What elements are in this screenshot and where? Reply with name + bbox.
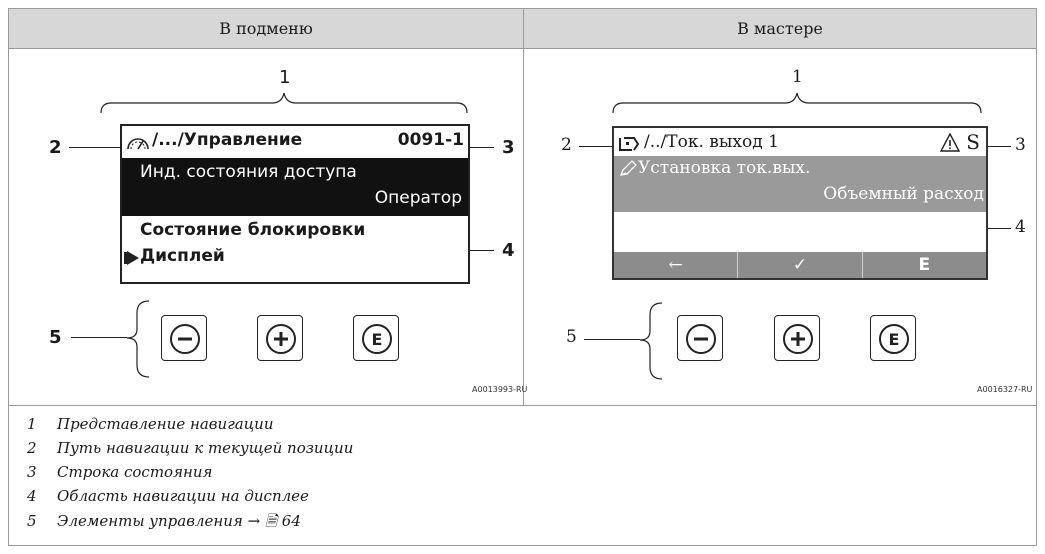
right-callout-2-line (579, 146, 613, 147)
left-display: /.../Управление 0091-1 Инд. состояния до… (120, 124, 470, 284)
right-display-softkeys: ← ✓ E (614, 252, 986, 278)
left-display-code: 0091-1 (397, 130, 464, 150)
right-display-path: /../Ток. выход 1 (644, 132, 779, 152)
left-callout-2: 2 (49, 137, 62, 158)
enter-icon: E (879, 324, 909, 354)
legend-item: 5 Элементы управления → 🗎 64 (27, 511, 301, 536)
right-callout-1: 1 (792, 67, 803, 87)
warning-icon (940, 133, 960, 152)
legend-text: Представление навигации (57, 415, 274, 433)
softkey-enter[interactable]: E (863, 252, 986, 278)
right-plus-button[interactable] (774, 315, 820, 361)
left-figure-ref: A0013993-RU (472, 385, 528, 394)
left-callout-3-line (464, 147, 494, 148)
figure-frame: В подменю В мастере 1 2 3 4 (8, 8, 1037, 546)
left-minus-button[interactable] (161, 315, 207, 361)
left-display-selected-row[interactable]: Инд. состояния доступа Оператор (122, 158, 468, 216)
right-callout-4-line (987, 228, 1011, 229)
right-display-row1-label: Установка ток.вых. (638, 158, 811, 178)
enter-icon: E (362, 324, 392, 354)
header-right: В мастере (524, 9, 1036, 49)
left-display-row2-label: Состояние блокировки (140, 220, 366, 240)
legend-item: 2 Путь навигации к текущей позиции (27, 439, 353, 457)
legend-divider (9, 405, 1036, 406)
right-display-selected-row[interactable]: Установка ток.вых. Объемный расход (614, 156, 986, 212)
minus-icon (170, 324, 200, 354)
right-brace-1 (612, 92, 982, 114)
left-brace-1 (100, 92, 468, 114)
operation-gauge-icon (127, 138, 149, 150)
minus-icon (686, 324, 716, 354)
legend-num: 1 (27, 415, 37, 433)
left-display-row1-label: Инд. состояния доступа (140, 162, 357, 182)
plus-icon (783, 324, 813, 354)
left-callout-5-line (71, 337, 127, 338)
legend-text: Строка состояния (57, 463, 213, 481)
left-display-path: /.../Управление (152, 130, 303, 150)
softkey-confirm[interactable]: ✓ (738, 252, 863, 278)
left-display-row3[interactable]: Дисплей (122, 244, 468, 270)
right-callout-4: 4 (1015, 217, 1026, 237)
softkey-back[interactable]: ← (614, 252, 739, 278)
right-figure-ref: A0016327-RU (977, 385, 1033, 394)
left-callout-4-line (464, 250, 494, 251)
right-callout-3-line (987, 146, 1011, 147)
right-display-row1-value: Объемный расход (823, 184, 984, 204)
right-callout-2: 2 (561, 135, 572, 155)
pencil-icon (619, 160, 637, 176)
legend-num: 4 (27, 487, 37, 505)
legend-item: 4 Область навигации на дисплее (27, 487, 309, 505)
right-enter-button[interactable]: E (870, 315, 916, 361)
left-display-header: /.../Управление 0091-1 (122, 128, 468, 154)
legend-num: 5 (27, 512, 37, 530)
right-enter-label: E (889, 330, 900, 349)
left-display-row2[interactable]: Состояние блокировки (122, 218, 468, 244)
legend-text[interactable]: Элементы управления → 🗎 64 (57, 512, 301, 530)
legend-item: 3 Строка состояния (27, 463, 213, 481)
softkey-back-label: ← (668, 255, 683, 275)
left-callout-5: 5 (49, 327, 62, 348)
plus-icon (266, 324, 296, 354)
right-display-status: S (966, 130, 980, 154)
right-callout-5-line (584, 339, 640, 340)
header-right-label: В мастере (737, 19, 823, 38)
legend-item: 1 Представление навигации (27, 415, 274, 433)
left-callout-2-line (69, 147, 121, 148)
legend-text: Путь навигации к текущей позиции (57, 439, 354, 457)
legend-num: 2 (27, 439, 37, 457)
legend-num: 3 (27, 463, 37, 481)
right-callout-3: 3 (1015, 135, 1026, 155)
left-enter-button[interactable]: E (353, 315, 399, 361)
right-callout-5: 5 (566, 327, 577, 347)
right-display-header: /../Ток. выход 1 S (614, 130, 986, 156)
left-plus-button[interactable] (257, 315, 303, 361)
header-left-label: В подменю (219, 19, 313, 38)
right-minus-button[interactable] (677, 315, 723, 361)
left-curly-brace (126, 300, 150, 378)
right-display: /../Ток. выход 1 S Установка ток.вых. Об… (612, 126, 988, 280)
softkey-enter-label: E (918, 255, 931, 275)
left-callout-4: 4 (502, 240, 515, 261)
left-callout-3: 3 (502, 137, 515, 158)
left-enter-label: E (372, 330, 383, 349)
softkey-confirm-label: ✓ (792, 255, 808, 275)
cursor-arrow-icon (124, 251, 139, 265)
header-left: В подменю (9, 9, 523, 49)
left-display-row1-value: Оператор (374, 188, 462, 208)
wizard-path-icon (619, 137, 640, 151)
legend-text: Область навигации на дисплее (57, 487, 309, 505)
column-divider (523, 9, 524, 406)
left-display-row3-label: Дисплей (140, 246, 225, 266)
right-curly-brace (639, 302, 663, 380)
left-callout-1: 1 (279, 67, 291, 88)
